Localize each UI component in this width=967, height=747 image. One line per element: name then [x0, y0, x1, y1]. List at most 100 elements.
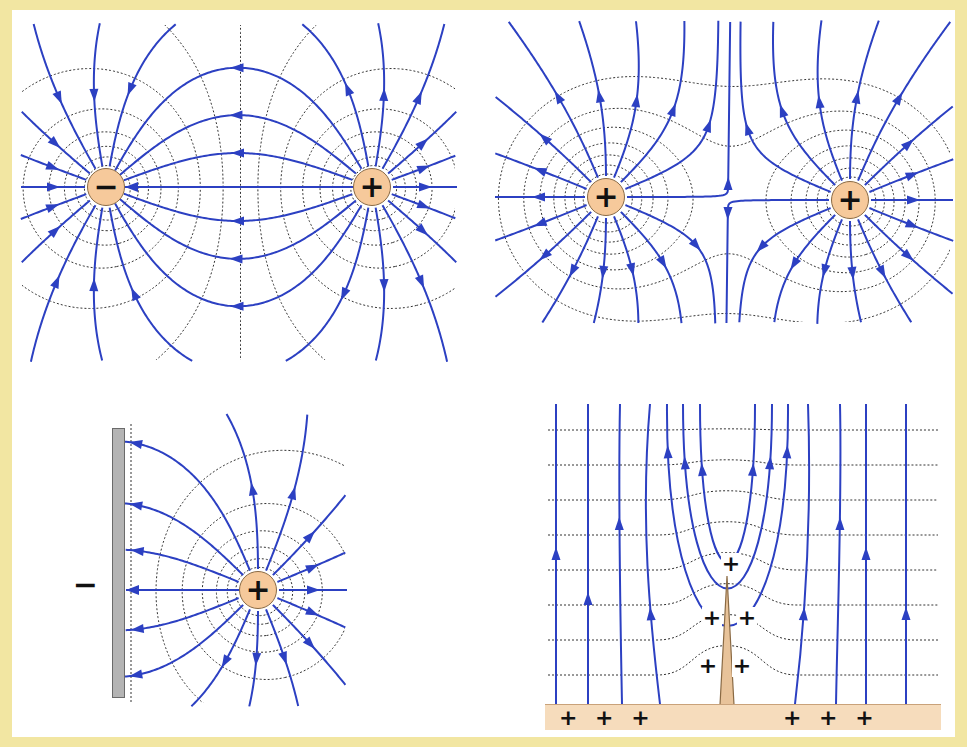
field-line	[625, 21, 718, 189]
field-line	[836, 404, 841, 704]
field-arrow	[89, 89, 98, 102]
field-line	[124, 503, 243, 575]
field-arrow	[89, 278, 98, 291]
field-arrow	[799, 607, 808, 620]
field-arrow	[847, 267, 856, 280]
equipotential-line	[182, 504, 345, 680]
field-arrow	[129, 502, 143, 511]
field-arrow	[532, 193, 545, 202]
field-arrow	[222, 654, 232, 668]
field-line	[124, 605, 243, 677]
field-arrow	[249, 482, 258, 496]
field-arrow	[307, 586, 320, 595]
field-line	[627, 22, 730, 197]
point-charge: −	[87, 168, 125, 206]
field-arrow	[45, 204, 59, 213]
field-line	[625, 205, 715, 323]
field-arrow	[252, 653, 261, 666]
field-arrow	[664, 445, 673, 458]
field-line	[619, 404, 622, 704]
field-line	[865, 106, 953, 185]
field-line	[124, 194, 352, 221]
charged-ground: + + ++ + +	[545, 704, 941, 730]
field-arrow	[231, 63, 244, 72]
field-arrow	[901, 249, 914, 261]
field-arrow	[584, 592, 593, 605]
field-arrow	[231, 149, 244, 158]
equipotential-line	[131, 424, 132, 702]
field-arrow	[278, 651, 287, 665]
field-arrow	[231, 217, 244, 226]
field-arrow	[229, 111, 242, 120]
field-arrow	[667, 103, 676, 117]
field-line	[302, 24, 368, 166]
field-line	[273, 495, 346, 575]
charge-sign: +	[837, 185, 862, 215]
field-arrow	[748, 463, 757, 476]
field-line	[495, 205, 586, 240]
field-arrow	[131, 288, 141, 302]
field-arrow	[303, 636, 315, 649]
field-line	[110, 208, 193, 361]
field-arrow	[681, 456, 690, 469]
field-arrow	[905, 219, 919, 228]
field-line	[495, 153, 586, 189]
field-arrow	[415, 275, 424, 289]
charge-sign: +	[721, 553, 741, 575]
field-arrow	[419, 183, 432, 192]
equipotential-lines	[156, 450, 345, 703]
field-arrow	[569, 263, 579, 277]
equipotential-line	[145, 25, 455, 360]
charge-sign: −	[93, 172, 118, 202]
field-arrow	[552, 547, 561, 560]
equipotential-lines	[548, 429, 938, 675]
field-lines	[21, 20, 953, 706]
charge-sign: +	[698, 655, 718, 677]
field-arrow	[615, 517, 624, 530]
field-line	[509, 22, 598, 178]
field-line	[277, 553, 345, 582]
equipotential-line	[575, 165, 885, 235]
field-line	[646, 404, 660, 704]
field-line	[273, 605, 346, 685]
field-line	[125, 186, 353, 188]
field-line	[858, 219, 911, 322]
field-line	[726, 200, 829, 323]
equipotential-line	[281, 69, 455, 309]
field-line	[392, 156, 456, 180]
field-line	[683, 404, 772, 589]
field-arrow	[128, 82, 137, 96]
field-arrow	[816, 95, 825, 108]
point-charge: +	[831, 181, 869, 219]
field-arrow	[534, 168, 548, 177]
equipotential-lines	[498, 77, 950, 322]
field-arrow	[305, 606, 319, 615]
field-line	[115, 204, 361, 307]
charge-sign: +	[245, 575, 270, 605]
field-arrow	[379, 88, 388, 101]
field-arrow	[689, 238, 701, 251]
field-arrow	[50, 275, 59, 289]
field-line	[869, 159, 953, 192]
field-line	[31, 205, 96, 362]
field-line	[388, 112, 456, 174]
field-line	[115, 68, 361, 171]
equipotential-line	[22, 25, 455, 360]
field-arrow	[757, 240, 769, 253]
field-line	[21, 155, 86, 180]
point-charge: +	[353, 168, 391, 206]
field-arrow	[901, 139, 914, 151]
field-arrow	[415, 223, 428, 235]
field-arrow	[229, 255, 242, 264]
field-arrow	[305, 564, 319, 573]
field-line	[587, 404, 589, 704]
field-arrow	[905, 172, 919, 181]
field-line	[266, 609, 298, 706]
field-line	[21, 194, 86, 219]
field-arrow	[724, 177, 733, 190]
equipotential-line	[548, 460, 938, 465]
field-line	[850, 21, 879, 179]
